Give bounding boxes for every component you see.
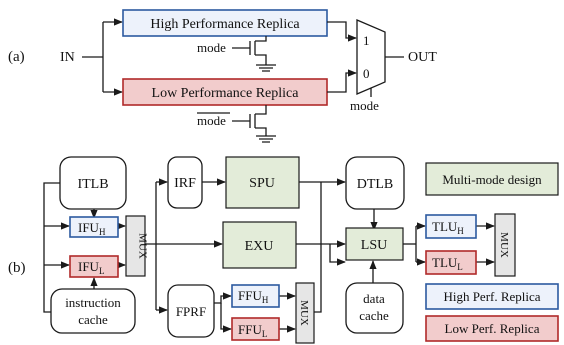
power-gate-transistor-top: mode (197, 36, 276, 72)
low-to-mux-wire (327, 69, 357, 93)
spu-block (225, 156, 300, 209)
dcache-label-line1: data (363, 291, 385, 306)
high-replica-label: High Performance Replica (150, 17, 300, 32)
itlb-label: ITLB (77, 177, 108, 192)
ifu-h-label: IFUH (78, 220, 106, 237)
low-performance-replica (122, 78, 328, 106)
mode-bar-label: mode (197, 113, 226, 128)
high-performance-replica (122, 9, 328, 37)
icache-label-line2: cache (78, 312, 108, 327)
part-b: (b) (8, 156, 516, 344)
legend-high-label: High Perf. Replica (443, 289, 540, 304)
ground-symbol-bottom (256, 135, 276, 143)
input-label: IN (60, 50, 75, 65)
ffu-mux (295, 282, 315, 344)
tlu-h-block (425, 214, 477, 239)
tlu-l-block (425, 250, 477, 275)
ffu-l-label: FFUL (238, 322, 267, 339)
part-b-wires (43, 178, 495, 333)
ffu-mux-label: MUX (298, 300, 310, 326)
tlu-l-label: TLUL (432, 255, 463, 272)
output-mux (356, 19, 386, 95)
lsu-label: LSU (361, 238, 387, 253)
ground-symbol-top (256, 64, 276, 72)
icache-label-line1: instruction (65, 295, 121, 310)
ifu-mux-label: MUX (137, 233, 149, 259)
tlu-mux (494, 213, 516, 277)
part-a: (a) IN High Performance Replica Low Perf… (8, 9, 437, 143)
part-b-label: (b) (8, 260, 26, 276)
legend-high-swatch (425, 283, 559, 310)
legend-multi-mode-label: Multi-mode design (442, 172, 542, 187)
part-a-label: (a) (8, 49, 25, 65)
fprf-block (167, 284, 215, 338)
ffu-l-block (231, 317, 280, 341)
ifu-l-block (69, 255, 119, 278)
mux-input-0-label: 0 (363, 66, 370, 81)
data-cache-block (345, 282, 404, 334)
tlu-mux-label: MUX (498, 232, 510, 258)
spu-label: SPU (249, 176, 275, 191)
ffu-h-block (231, 284, 280, 308)
legend-low-swatch (425, 315, 559, 342)
output-label: OUT (408, 50, 437, 65)
exu-label: EXU (245, 239, 274, 254)
dtlb-block (345, 156, 405, 210)
mode-top-label: mode (197, 40, 226, 55)
irf-label: IRF (174, 176, 196, 191)
lsu-block (345, 227, 404, 261)
power-gate-transistor-bottom: mode (197, 105, 276, 143)
ifu-l-label: IFUL (78, 259, 104, 276)
ifu-h-block (69, 216, 119, 238)
irf-block (167, 156, 203, 209)
exu-block (222, 221, 297, 269)
legend-low-label: Low Perf. Replica (445, 321, 540, 336)
ffu-h-label: FFUH (238, 288, 269, 305)
high-to-mux-wire (327, 21, 357, 42)
instruction-cache-block (50, 288, 136, 334)
dtlb-label: DTLB (357, 177, 394, 192)
low-replica-label: Low Performance Replica (152, 86, 300, 101)
ifu-mux (125, 215, 146, 277)
mux-select-label: mode (350, 98, 379, 113)
legend-multi-mode-swatch (425, 162, 559, 196)
dcache-label-line2: cache (359, 308, 389, 323)
itlb-block (59, 156, 127, 210)
tlu-h-label: TLUH (432, 219, 464, 236)
fprf-label: FPRF (176, 304, 206, 319)
mux-input-1-label: 1 (363, 33, 370, 48)
legend: Multi-mode design High Perf. Replica Low… (425, 162, 559, 342)
